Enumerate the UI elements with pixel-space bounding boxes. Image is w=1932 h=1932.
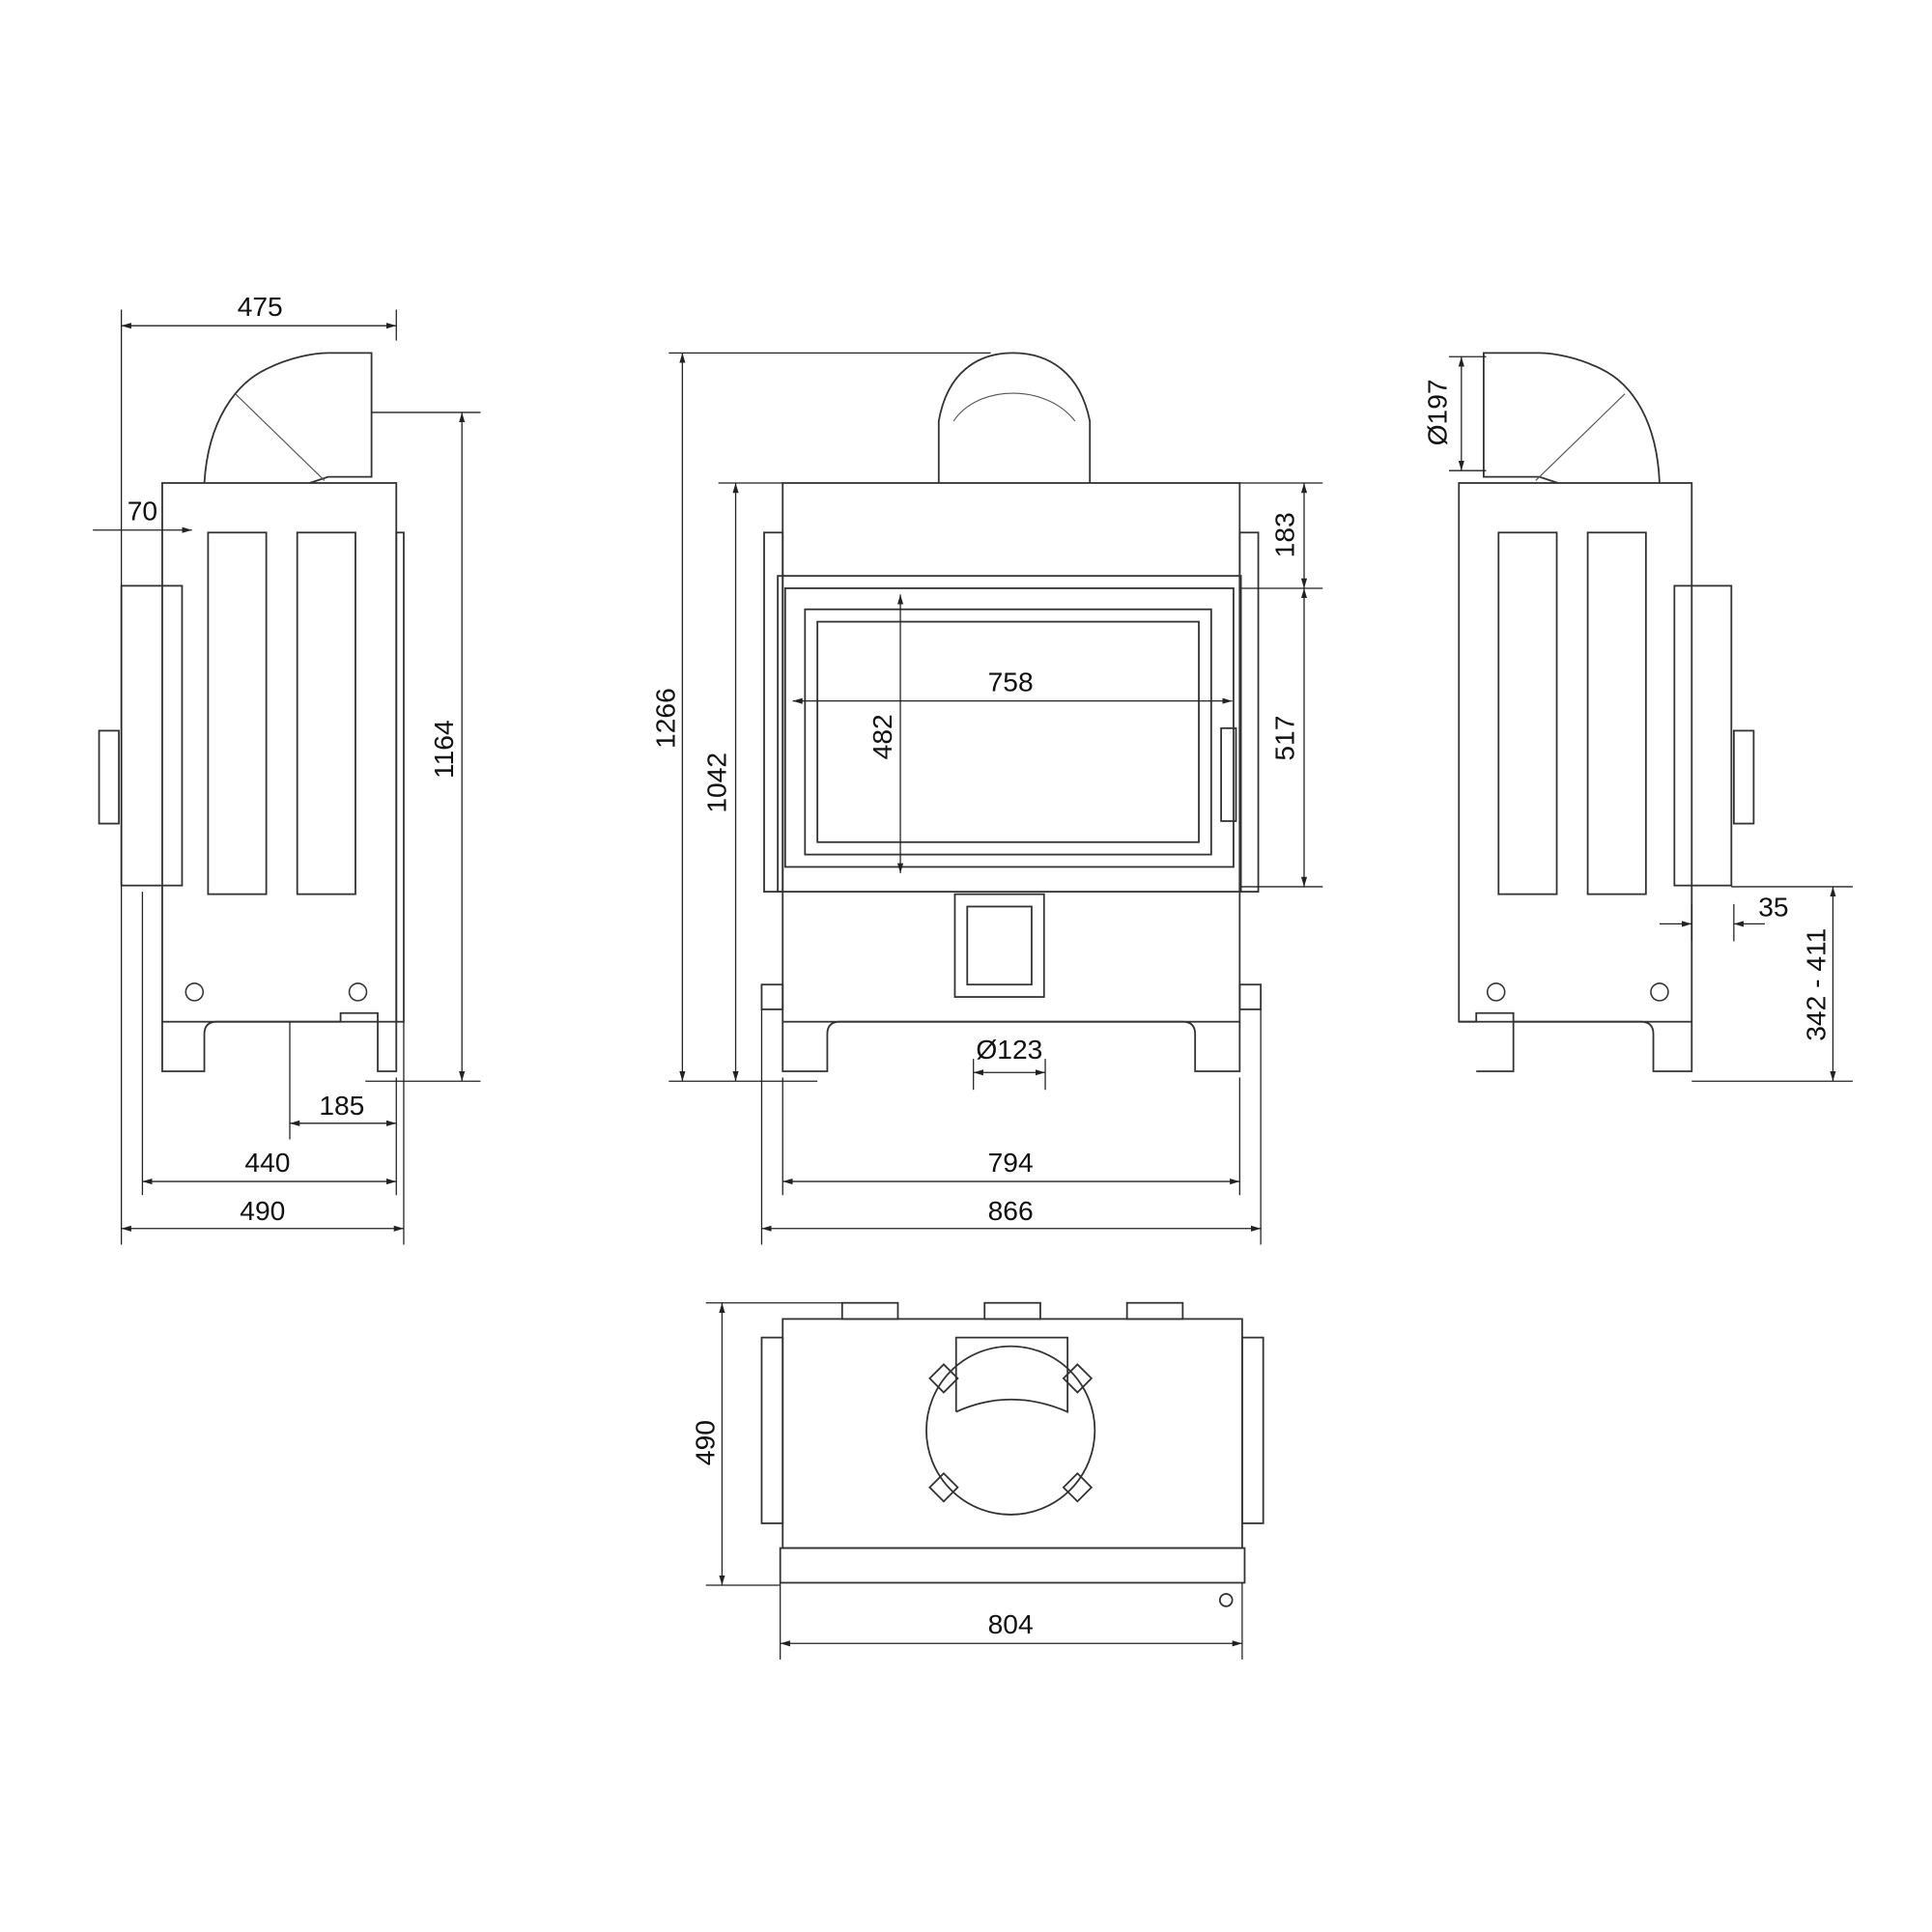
- dim-1164: 1164: [428, 720, 459, 779]
- dim-490-top: 490: [690, 1420, 721, 1465]
- dim-d197: Ø197: [1421, 379, 1452, 445]
- dim-758: 758: [988, 666, 1034, 696]
- dim-866: 866: [988, 1195, 1034, 1226]
- dim-475: 475: [238, 291, 283, 322]
- dim-70: 70: [128, 495, 157, 526]
- dim-482: 482: [867, 714, 897, 759]
- dim-d123: Ø123: [976, 1034, 1042, 1065]
- dim-183: 183: [1269, 512, 1300, 557]
- flue-elbow: [203, 352, 373, 484]
- flue-collar: [937, 352, 1092, 484]
- dim-1266: 1266: [650, 688, 681, 749]
- dim-794: 794: [988, 1147, 1034, 1178]
- side-view-right: Ø197 35 342 - 411: [1421, 352, 1853, 1082]
- dim-35: 35: [1758, 892, 1788, 923]
- front-view: 1266 1042 183 517 758 482 Ø123 794 866: [650, 352, 1323, 1245]
- dim-1042: 1042: [700, 753, 731, 813]
- top-view: 490 804: [690, 1301, 1264, 1660]
- dim-185: 185: [319, 1090, 364, 1121]
- dim-804: 804: [988, 1608, 1034, 1639]
- dim-342-411: 342 - 411: [1801, 928, 1832, 1041]
- side-view-left: 475 70 1164 185 440 490: [93, 291, 481, 1245]
- dim-490-side: 490: [240, 1195, 285, 1226]
- dim-517: 517: [1269, 716, 1300, 761]
- dim-440: 440: [244, 1147, 290, 1178]
